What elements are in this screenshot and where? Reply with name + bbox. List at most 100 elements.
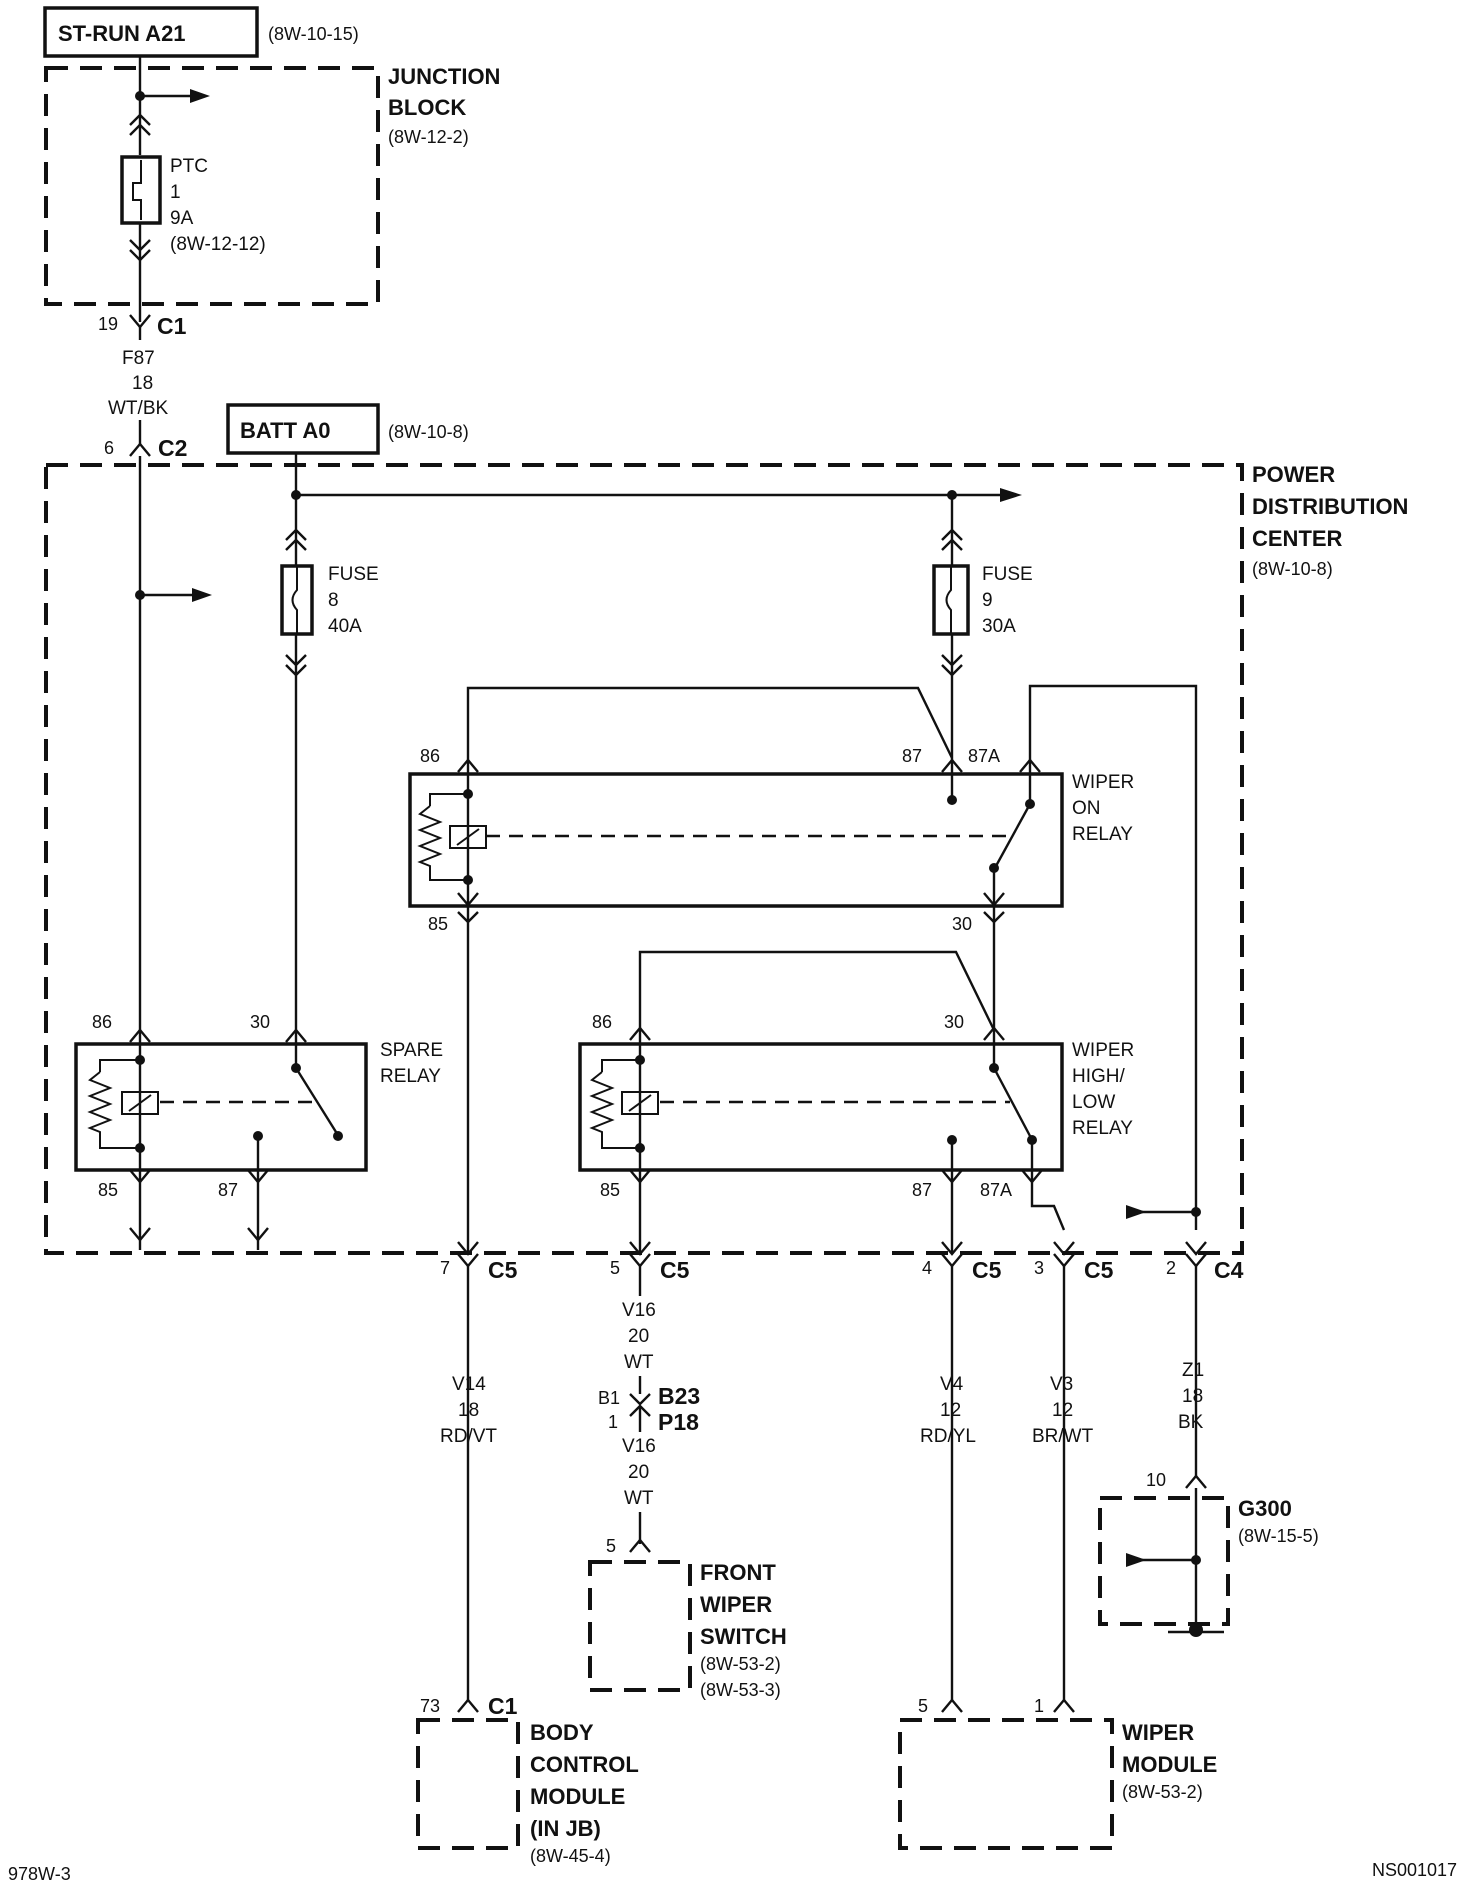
c5-pin-4: 4 — [922, 1258, 932, 1278]
v16b-color: WT — [624, 1488, 654, 1509]
spare-relay-internals — [87, 1028, 343, 1250]
batt-label: BATT A0 — [240, 418, 330, 443]
junction-block-ref: (8W-12-2) — [388, 127, 469, 147]
wiper-on-label-2: ON — [1072, 798, 1101, 819]
c5-pin-7: 7 — [440, 1258, 450, 1278]
g300-ground-symbol — [1126, 1488, 1224, 1637]
c2-name: C2 — [158, 435, 187, 461]
fuse-8 — [280, 515, 314, 1030]
c5-pin-3: 3 — [1034, 1258, 1044, 1278]
st-run-ref: (8W-10-15) — [268, 24, 359, 44]
wiper-on-relay-box — [408, 772, 1064, 908]
front-wiper-switch-title3: SWITCH — [700, 1624, 787, 1649]
pdc-title3: CENTER — [1252, 526, 1343, 551]
wiper-module-title1: WIPER — [1122, 1720, 1194, 1745]
c1-top-name: C1 — [157, 313, 187, 339]
f87-wire-code: F87 — [122, 348, 155, 369]
p18-pin: 1 — [608, 1412, 618, 1432]
v4-code: V4 — [940, 1374, 964, 1395]
wiper-hl-pin-85: 85 — [600, 1180, 620, 1200]
b23-name: B23 — [658, 1383, 700, 1409]
bcm-pin-symbol — [457, 1698, 479, 1713]
front-wiper-switch-ref1: (8W-53-2) — [700, 1654, 781, 1674]
wiper-on-85-wire — [457, 905, 479, 1252]
c2-connector-symbol — [129, 442, 151, 457]
c2-pin: 6 — [104, 438, 114, 458]
battery-bus — [291, 453, 1022, 515]
c1-top-pin: 19 — [98, 314, 118, 334]
v16b-gauge: 20 — [628, 1462, 649, 1483]
wiper-on-pin-87a: 87A — [968, 746, 1000, 766]
wiper-on-30-wire — [638, 905, 1005, 1031]
g300-name: G300 — [1238, 1496, 1292, 1521]
fuse-9 — [932, 495, 970, 760]
wiper-module-pin5-symbol — [941, 1698, 963, 1713]
wiper-hl-pin-87: 87 — [912, 1180, 932, 1200]
front-wiper-switch-pin-symbol — [629, 1538, 651, 1553]
front-wiper-switch-title1: FRONT — [700, 1560, 776, 1585]
wiper-on-pin-30: 30 — [952, 914, 972, 934]
wiper-module-pin1-symbol — [1053, 1698, 1075, 1713]
front-wiper-switch-ref2: (8W-53-3) — [700, 1680, 781, 1700]
wiper-on-label-1: WIPER — [1072, 772, 1134, 793]
spare-pin-87: 87 — [218, 1180, 238, 1200]
wiper-module-pin1: 1 — [1034, 1696, 1044, 1716]
wiper-hl-label-3: LOW — [1072, 1092, 1115, 1113]
wiper-hl-pin-30: 30 — [944, 1012, 964, 1032]
batt-ref: (8W-10-8) — [388, 422, 469, 442]
st-run-header-box — [43, 6, 259, 58]
wiper-hl-pin-86: 86 — [592, 1012, 612, 1032]
wiper-hl-relay-box — [578, 1042, 1064, 1172]
spare-relay-label-1: SPARE — [380, 1040, 443, 1061]
wiper-on-top-wires — [466, 684, 1198, 1230]
v14-code: V14 — [452, 1374, 486, 1395]
junction-block-title2: BLOCK — [388, 95, 466, 120]
v3-color: BR/WT — [1032, 1426, 1094, 1447]
b23-p18-inline-connector — [629, 1376, 651, 1432]
z1-code: Z1 — [1182, 1360, 1204, 1381]
wiper-hl-relay-internals — [589, 1026, 1066, 1252]
g300-pin-symbol — [1185, 1474, 1207, 1489]
spare-relay-label-2: RELAY — [380, 1066, 441, 1087]
pdc-ref: (8W-10-8) — [1252, 559, 1333, 579]
wiper-module-title2: MODULE — [1122, 1752, 1217, 1777]
ptc-label-3: 9A — [170, 208, 194, 229]
c5-name-5: C5 — [660, 1257, 690, 1283]
wiper-on-relay-internals — [417, 758, 1041, 907]
c5-name-4: C5 — [972, 1257, 1002, 1283]
g300-outline — [1098, 1496, 1230, 1626]
v16a-color: WT — [624, 1352, 654, 1373]
bcm-pin: 73 — [420, 1696, 440, 1716]
bcm-title3: MODULE — [530, 1784, 625, 1809]
ptc-label-2: 1 — [170, 182, 181, 203]
bcm-outline — [416, 1718, 520, 1850]
wiper-on-pin-87: 87 — [902, 746, 922, 766]
batt-header-box — [226, 403, 380, 455]
fuse8-label-3: 40A — [328, 616, 362, 637]
wiper-on-pin-85: 85 — [428, 914, 448, 934]
wiper-on-pin-86: 86 — [420, 746, 440, 766]
p18-name: P18 — [658, 1409, 699, 1435]
c5-pin-5: 5 — [610, 1258, 620, 1278]
wiper-module-outline — [898, 1718, 1114, 1850]
pdc-ground-feed — [1126, 1205, 1201, 1219]
wiper-hl-label-2: HIGH/ — [1072, 1066, 1126, 1087]
v14-gauge: 18 — [458, 1400, 479, 1421]
v16a-gauge: 20 — [628, 1326, 649, 1347]
wiper-on-label-3: RELAY — [1072, 824, 1133, 845]
front-wiper-switch-pin: 5 — [606, 1536, 616, 1556]
v4-gauge: 12 — [940, 1400, 961, 1421]
footer-left: 978W-3 — [8, 1864, 71, 1884]
bcm-conn: C1 — [488, 1693, 518, 1719]
front-wiper-switch-title2: WIPER — [700, 1592, 772, 1617]
st-run-label: ST-RUN A21 — [58, 21, 186, 46]
wiper-hl-pin-87a: 87A — [980, 1180, 1012, 1200]
fuse8-label-2: 8 — [328, 590, 339, 611]
v14-color: RD/VT — [440, 1426, 497, 1447]
bcm-title2: CONTROL — [530, 1752, 639, 1777]
fuse9-label-2: 9 — [982, 590, 993, 611]
front-wiper-switch-outline — [588, 1560, 692, 1692]
footer-right: NS001017 — [1372, 1860, 1457, 1880]
wiper-hl-label-4: RELAY — [1072, 1118, 1133, 1139]
c4-name-2: C4 — [1214, 1257, 1244, 1283]
